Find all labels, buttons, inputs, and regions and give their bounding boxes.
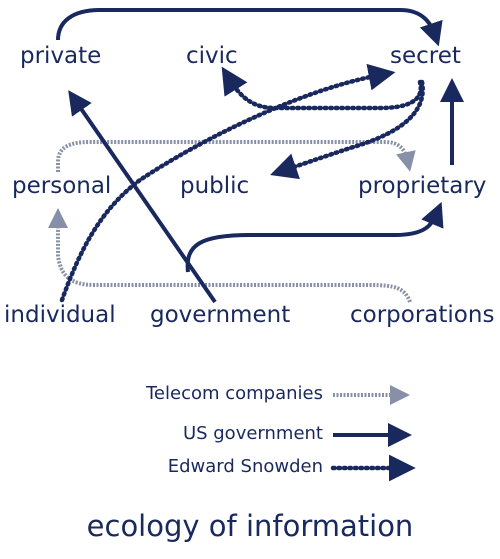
node-individual: individual	[4, 302, 116, 328]
node-personal: personal	[12, 173, 112, 199]
government-arrow-private-to-secret	[56, 8, 443, 47]
legend-telecom-label: Telecom companies	[145, 383, 323, 404]
legend-snowden-label: Edward Snowden	[167, 456, 323, 477]
node-government: government	[150, 302, 291, 328]
telecom-arrow-corporations-to-personal	[48, 208, 412, 303]
snowden-arrow-secret-to-civic	[221, 66, 424, 111]
node-private: private	[20, 43, 102, 69]
snowden-arrow-secret-to-public	[270, 79, 425, 180]
snowden-arrow-individual-to-secret	[59, 63, 396, 303]
node-proprietary: proprietary	[358, 173, 487, 199]
node-secret: secret	[390, 43, 461, 69]
government-arrow-to-private	[68, 90, 217, 304]
node-public: public	[180, 173, 250, 199]
node-civic: civic	[186, 43, 238, 69]
legend-government-label: US government	[182, 423, 323, 444]
telecom-arrow-personal-to-proprietary	[56, 140, 416, 172]
government-arrow-to-proprietary	[185, 201, 444, 273]
node-corporations: corporations	[350, 302, 495, 328]
diagram-title: ecology of information	[86, 509, 414, 543]
